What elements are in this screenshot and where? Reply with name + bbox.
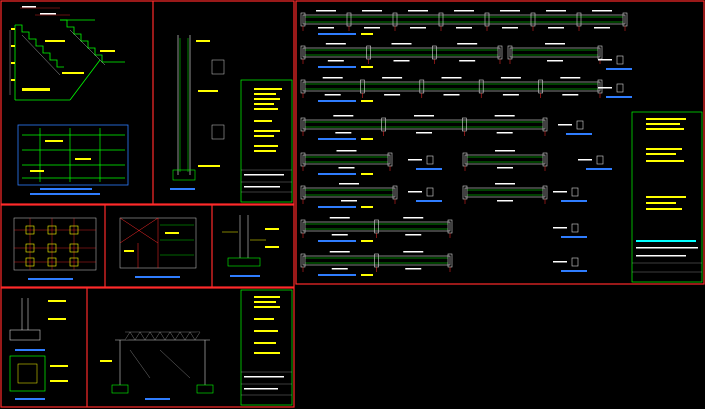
footing-detail-drawing xyxy=(222,215,279,277)
beam-schedule-drawing xyxy=(300,10,632,276)
shed-elevation-drawing xyxy=(100,331,214,400)
beam-section-detail xyxy=(553,257,587,272)
beam-section-detail xyxy=(408,155,442,170)
frame-bottom-left xyxy=(0,287,295,408)
notes-panel-right xyxy=(631,111,703,283)
beam-elevation xyxy=(507,43,603,64)
beam-elevation xyxy=(300,251,453,276)
beam-section-detail xyxy=(558,120,592,135)
beam-elevation xyxy=(300,150,393,175)
beam-elevation xyxy=(300,43,503,68)
foundation-plan-drawing xyxy=(13,217,97,280)
pile-cap-detail-drawing xyxy=(9,298,68,400)
beam-section-detail xyxy=(408,187,442,202)
frame-beam-schedule xyxy=(295,0,705,285)
stair-plan-drawing xyxy=(17,124,129,195)
frame-middle-left xyxy=(0,204,295,288)
beam-section-detail xyxy=(553,223,587,238)
notes-panel-top xyxy=(240,79,293,203)
beam-section-detail xyxy=(578,155,612,170)
beam-elevation xyxy=(300,115,548,140)
beam-elevation xyxy=(300,10,628,35)
beam-elevation xyxy=(462,183,548,204)
beam-section-detail xyxy=(598,55,632,70)
column-elevation-drawing xyxy=(170,35,225,190)
notes-panel-bottom xyxy=(240,289,293,406)
beam-section-detail xyxy=(553,187,587,202)
beam-elevation xyxy=(300,183,398,208)
beam-section-detail xyxy=(598,83,632,98)
stair-section-drawing xyxy=(9,6,125,101)
beam-elevation xyxy=(462,150,548,171)
beam-elevation xyxy=(300,217,453,242)
slab-plan-drawing xyxy=(119,217,197,278)
frame-top-left xyxy=(0,0,295,205)
beam-elevation xyxy=(300,77,603,102)
